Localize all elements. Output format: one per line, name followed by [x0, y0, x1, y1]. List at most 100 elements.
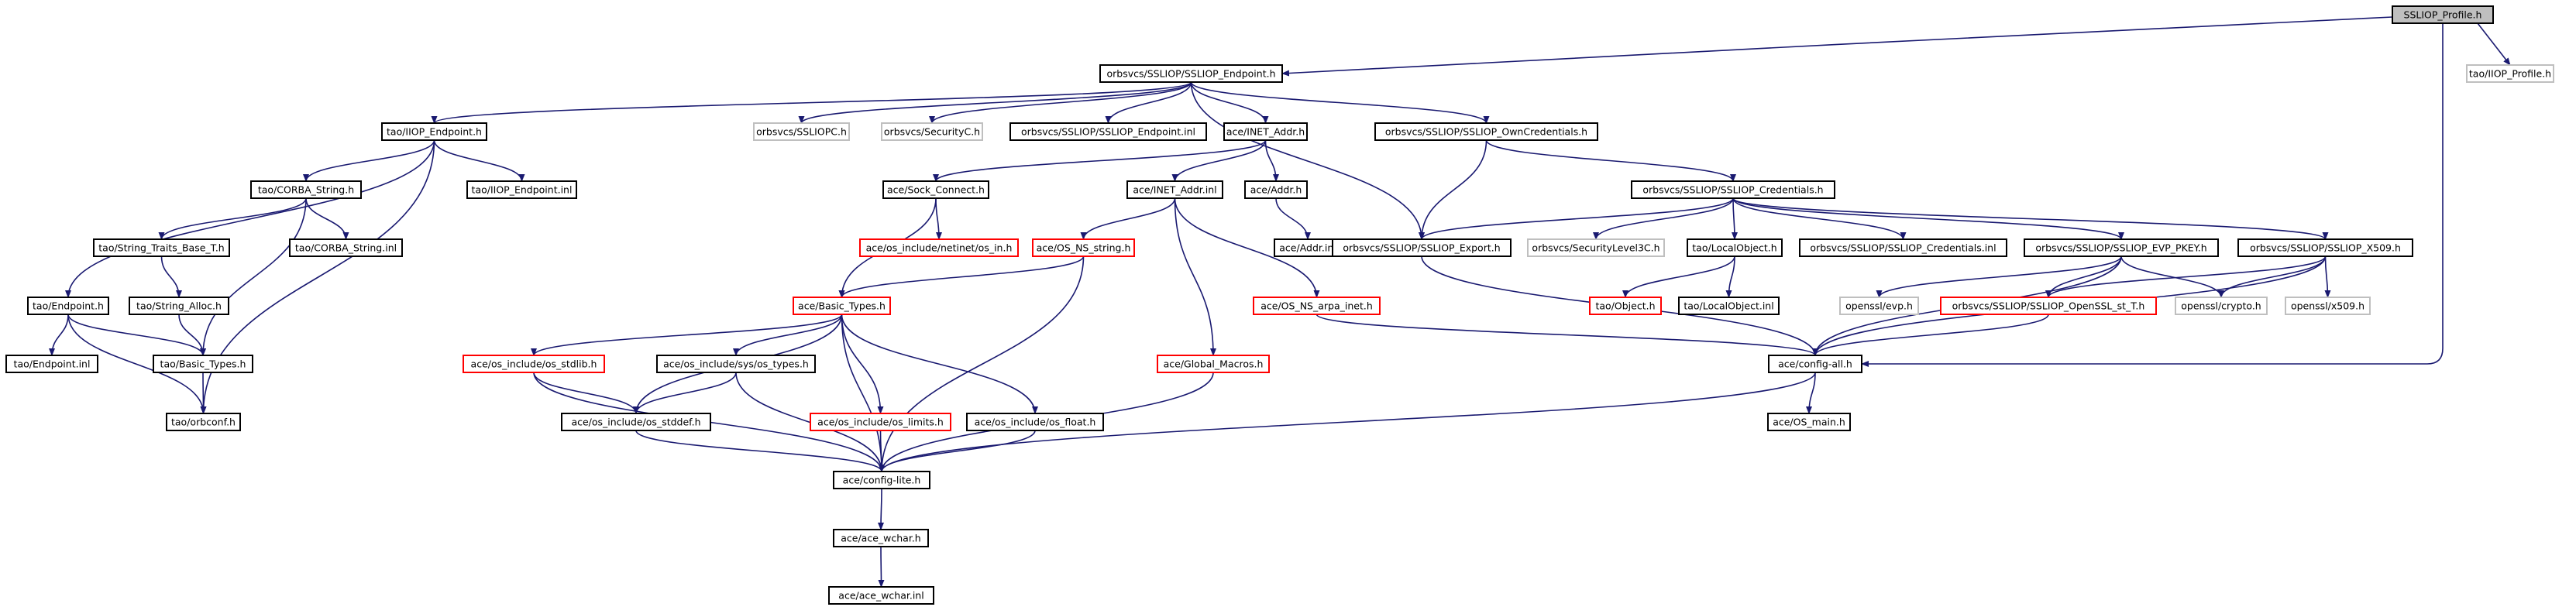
edge-tao-iiop-endpoint-h-to-tao-endpoint-h — [65, 139, 435, 298]
node-tao-object-h[interactable]: tao/Object.h — [1589, 297, 1662, 315]
node-ssliop-credentials-h[interactable]: orbsvcs/SSLIOP/SSLIOP_Credentials.h — [1631, 180, 1835, 199]
node-openssl-evp-h[interactable]: openssl/evp.h — [1839, 297, 1919, 315]
node-ssliop-owncredentials-h[interactable]: orbsvcs/SSLIOP/SSLIOP_OwnCredentials.h — [1374, 122, 1598, 141]
edge-tao-endpoint-h-to-tao-orbconf-h — [67, 314, 207, 414]
node-label: ace/OS_NS_arpa_inet.h — [1260, 300, 1373, 312]
edge-ssliop-profile-h-to-ace-config-all-h — [1861, 23, 2444, 367]
node-label: orbsvcs/SSLIOP/SSLIOP_Credentials.h — [1642, 184, 1823, 196]
edge-ssliop-endpoint-h-to-ssliop-endpoint-inl — [1105, 81, 1192, 124]
node-box — [2285, 297, 2371, 315]
node-orbsvcs-securityc-h[interactable]: orbsvcs/SecurityC.h — [881, 122, 983, 141]
node-box — [1839, 297, 1919, 315]
node-box — [250, 180, 362, 199]
node-label: openssl/evp.h — [1845, 300, 1913, 312]
node-box — [2175, 297, 2268, 315]
node-tao-localobject-inl[interactable]: tao/LocalObject.inl — [1678, 297, 1780, 315]
node-ace-global-macros-h[interactable]: ace/Global_Macros.h — [1157, 355, 1270, 373]
node-box — [859, 238, 1019, 257]
node-ace-addr-inl[interactable]: ace/Addr.inl — [1274, 238, 1342, 257]
edge-ssliop-x509-h-to-ssliop-openssl-st-t-h — [2045, 255, 2327, 298]
node-ace-os-ns-string-h[interactable]: ace/OS_NS_string.h — [1032, 238, 1135, 257]
node-ssliop-evp-pkey-h[interactable]: orbsvcs/SSLIOP/SSLIOP_EVP_PKEY.h — [2024, 238, 2219, 257]
edge-ace-os-ns-string-h-to-ace-basic-types-h — [838, 255, 1085, 298]
edge-ssliop-x509-h-to-openssl-x509-h — [2324, 255, 2331, 298]
node-ace-os-ns-arpa-inet-h[interactable]: ace/OS_NS_arpa_inet.h — [1253, 297, 1381, 315]
node-box — [753, 122, 850, 141]
node-box — [153, 355, 253, 373]
edge-ace-os-include-sys-os-types-h-to-ace-config-lite-h — [735, 372, 885, 472]
node-ssliop-endpoint-h[interactable]: orbsvcs/SSLIOP/SSLIOP_Endpoint.h — [1099, 64, 1283, 83]
node-label: tao/CORBA_String.h — [258, 184, 354, 196]
node-tao-iiop-endpoint-inl[interactable]: tao/IIOP_Endpoint.inl — [466, 180, 577, 199]
edge-ssliop-endpoint-h-to-ssliop-export-h — [1190, 81, 1425, 240]
node-label: ace/Sock_Connect.h — [887, 184, 985, 196]
node-box — [27, 297, 109, 315]
node-label: ace/Addr.inl — [1279, 242, 1336, 254]
node-label: tao/LocalObject.inl — [1684, 300, 1773, 312]
node-ssliop-endpoint-inl[interactable]: orbsvcs/SSLIOP/SSLIOP_Endpoint.inl — [1009, 122, 1207, 141]
node-box — [1767, 413, 1851, 431]
node-label: ace/INET_Addr.inl — [1133, 184, 1216, 196]
node-tao-iiop-profile-h[interactable]: tao/IIOP_Profile.h — [2466, 64, 2554, 83]
node-box — [289, 238, 403, 257]
node-label: orbsvcs/SSLIOP/SSLIOP_OwnCredentials.h — [1385, 126, 1587, 138]
edge-tao-endpoint-h-to-tao-endpoint-inl — [49, 314, 69, 356]
node-tao-corba-string-h[interactable]: tao/CORBA_String.h — [250, 180, 362, 199]
node-box — [1099, 64, 1283, 83]
node-ace-os-include-netinet-os-in-h[interactable]: ace/os_include/netinet/os_in.h — [859, 238, 1019, 257]
node-ace-config-lite-h[interactable]: ace/config-lite.h — [833, 471, 930, 489]
node-ace-os-main-h[interactable]: ace/OS_main.h — [1767, 413, 1851, 431]
node-label: ace/os_include/os_float.h — [975, 417, 1096, 428]
node-box — [5, 355, 98, 373]
node-ace-os-include-os-limits-h[interactable]: ace/os_include/os_limits.h — [810, 413, 951, 431]
node-tao-orbconf-h[interactable]: tao/orbconf.h — [166, 413, 241, 431]
node-ace-os-include-os-float-h[interactable]: ace/os_include/os_float.h — [966, 413, 1104, 431]
node-label: ace/config-lite.h — [843, 475, 921, 486]
node-ace-os-include-os-stdlib-h[interactable]: ace/os_include/os_stdlib.h — [463, 355, 605, 373]
node-label: ace/os_include/sys/os_types.h — [663, 358, 809, 370]
node-orbsvcs-ssliopc-h[interactable]: orbsvcs/SSLIOPC.h — [753, 122, 850, 141]
edge-ssliop-endpoint-h-to-ssliop-owncredentials-h — [1190, 81, 1490, 124]
edge-ace-inet-addr-h-to-ace-sock-connect-h — [933, 139, 1267, 182]
node-ace-basic-types-h[interactable]: ace/Basic_Types.h — [793, 297, 891, 315]
edge-tao-corba-string-h-to-tao-string-traits-base-t-h — [158, 197, 307, 240]
node-ace-addr-h[interactable]: ace/Addr.h — [1244, 180, 1308, 199]
node-ace-inet-addr-inl[interactable]: ace/INET_Addr.inl — [1126, 180, 1223, 199]
node-ssliop-profile-h[interactable]: SSLIOP_Profile.h — [2392, 5, 2494, 24]
node-tao-endpoint-inl[interactable]: tao/Endpoint.inl — [5, 355, 98, 373]
node-box — [833, 529, 929, 547]
edge-tao-endpoint-h-to-tao-basic-types-h — [67, 314, 206, 356]
node-ace-sock-connect-h[interactable]: ace/Sock_Connect.h — [882, 180, 989, 199]
node-label: tao/Endpoint.h — [33, 300, 104, 312]
edge-ace-os-include-os-stdlib-h-to-ace-os-include-os-stddef-h — [533, 372, 639, 414]
node-label: ace/os_include/os_limits.h — [817, 417, 944, 428]
node-tao-corba-string-inl[interactable]: tao/CORBA_String.inl — [289, 238, 403, 257]
node-ace-inet-addr-h[interactable]: ace/INET_Addr.h — [1223, 122, 1308, 141]
node-tao-string-alloc-h[interactable]: tao/String_Alloc.h — [129, 297, 229, 315]
node-ace-os-include-os-stddef-h[interactable]: ace/os_include/os_stddef.h — [561, 413, 711, 431]
node-label: orbsvcs/SSLIOPC.h — [756, 126, 847, 138]
node-ace-config-all-h[interactable]: ace/config-all.h — [1768, 355, 1862, 373]
node-tao-basic-types-h[interactable]: tao/Basic_Types.h — [153, 355, 253, 373]
node-ace-ace-wchar-inl[interactable]: ace/ace_wchar.inl — [828, 586, 934, 605]
node-label: tao/String_Alloc.h — [136, 300, 222, 312]
node-ssliop-openssl-st-t-h[interactable]: orbsvcs/SSLIOP/SSLIOP_OpenSSL_st_T.h — [1940, 297, 2157, 315]
edge-ssliop-credentials-h-to-ssliop-credentials-inl — [1732, 197, 1907, 240]
node-tao-endpoint-h[interactable]: tao/Endpoint.h — [27, 297, 109, 315]
node-ssliop-x509-h[interactable]: orbsvcs/SSLIOP/SSLIOP_X509.h — [2237, 238, 2413, 257]
node-tao-localobject-h[interactable]: tao/LocalObject.h — [1687, 238, 1783, 257]
node-label: tao/Basic_Types.h — [160, 358, 246, 370]
node-openssl-crypto-h[interactable]: openssl/crypto.h — [2175, 297, 2268, 315]
node-label: tao/LocalObject.h — [1692, 242, 1776, 254]
node-openssl-x509-h[interactable]: openssl/x509.h — [2285, 297, 2371, 315]
edge-ace-basic-types-h-to-ace-os-include-os-stdlib-h — [531, 314, 843, 356]
node-ssliop-export-h[interactable]: orbsvcs/SSLIOP/SSLIOP_Export.h — [1332, 238, 1512, 257]
node-ace-os-include-sys-os-types-h[interactable]: ace/os_include/sys/os_types.h — [656, 355, 816, 373]
node-box — [828, 586, 934, 605]
node-label: openssl/crypto.h — [2181, 300, 2261, 312]
node-tao-string-traits-base-t-h[interactable]: tao/String_Traits_Base_T.h — [93, 238, 230, 257]
node-tao-iiop-endpoint-h[interactable]: tao/IIOP_Endpoint.h — [381, 122, 487, 141]
node-ace-ace-wchar-h[interactable]: ace/ace_wchar.h — [833, 529, 929, 547]
node-orbsvcs-securitylevel3c-h[interactable]: orbsvcs/SecurityLevel3C.h — [1527, 238, 1665, 257]
node-ssliop-credentials-inl[interactable]: orbsvcs/SSLIOP/SSLIOP_Credentials.inl — [1799, 238, 2007, 257]
